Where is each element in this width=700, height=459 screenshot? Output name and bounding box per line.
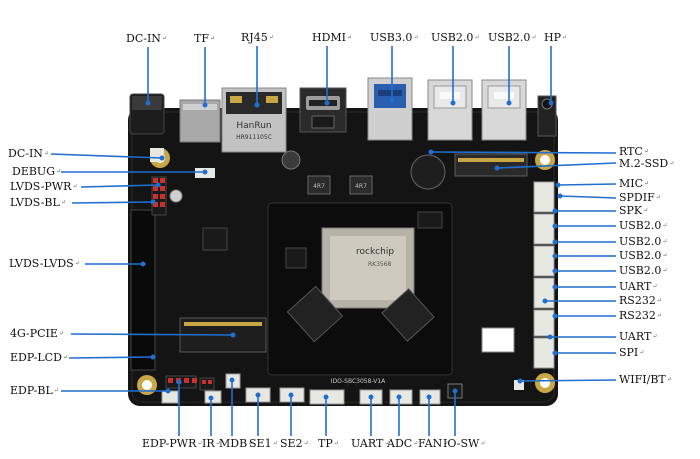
label-right-usb20-1: USB2.0 <box>619 220 667 232</box>
label-left-lvds-pwr: LVDS-PWR <box>10 181 77 193</box>
label-bottom-ir: IR <box>202 438 221 450</box>
label-top-usb20-a: USB2.0 <box>431 32 479 44</box>
power-components: 4R7 4R7 <box>150 148 528 203</box>
label-right-rs232-1: RS232 <box>619 295 662 307</box>
m2-slot <box>454 153 528 177</box>
label-top-hdmi: HDMI <box>312 32 352 44</box>
label-right-spk: SPK <box>619 205 648 217</box>
label-top-rj45: RJ45 <box>241 32 274 44</box>
label-right-rtc: RTC <box>619 146 649 158</box>
chip-brand: rockchip <box>356 247 394 257</box>
label-right-spi: SPI <box>619 347 644 359</box>
label-left-debug: DEBUG <box>12 166 61 178</box>
label-bottom-adc: ADC <box>387 438 418 450</box>
label-left-edp-lcd: EDP-LCD <box>10 352 68 364</box>
rj45-part-text: HR911105C <box>236 134 272 141</box>
label-right-rs232-2: RS232 <box>619 310 662 322</box>
label-top-usb30: USB3.0 <box>370 32 418 44</box>
label-right-usb20-4: USB2.0 <box>619 265 667 277</box>
inductor-label-2: 4R7 <box>355 183 367 190</box>
label-top-usb20-b: USB2.0 <box>488 32 536 44</box>
label-bottom-tp: TP <box>318 438 339 450</box>
chip-model: RK3568 <box>368 261 392 268</box>
label-left-lvds-lvds: LVDS-LVDS <box>9 258 80 270</box>
label-right-usb20-2: USB2.0 <box>619 236 667 248</box>
label-right-m2-ssd: M.2-SSD <box>619 158 674 170</box>
label-bottom-io-sw: IO-SW <box>443 438 485 450</box>
label-bottom-fan: FAN <box>418 438 448 450</box>
label-left-edp-bl: EDP-BL <box>10 385 59 397</box>
label-top-tf: TF <box>194 33 215 45</box>
label-bottom-se1: SE1 <box>249 438 278 450</box>
inductor-label-1: 4R7 <box>313 183 325 190</box>
callout-dots <box>140 97 563 401</box>
label-right-usb20-3: USB2.0 <box>619 250 667 262</box>
rj45-brand-text: HanRun <box>236 121 271 131</box>
label-bottom-mdb: MDB <box>219 438 253 450</box>
label-right-uart-2: UART <box>619 331 657 343</box>
callout-lines <box>50 46 617 436</box>
label-left-4g-pcie: 4G-PCIE <box>10 328 64 340</box>
board-silkscreen: IDO-SBC3058-V1A <box>331 378 386 385</box>
label-bottom-uart: UART <box>351 438 389 450</box>
label-bottom-edp-pwr: EDP-PWR <box>142 438 202 450</box>
rtc-battery <box>410 154 446 190</box>
som-module: rockchip RK3568 <box>267 202 453 376</box>
label-right-mic: MIC <box>619 178 649 190</box>
label-right-wifi-bt: WIFI/BT <box>619 374 672 386</box>
label-right-spdif: SPDIF <box>619 192 661 204</box>
label-right-uart-1: UART <box>619 281 657 293</box>
label-left-lvds-bl: LVDS-BL <box>10 197 66 209</box>
label-top-hp: HP <box>544 32 567 44</box>
top-connectors: HanRun HR911105C <box>129 77 557 153</box>
label-left-dc-in: DC-IN <box>8 148 49 160</box>
label-bottom-se2: SE2 <box>280 438 309 450</box>
label-top-dc-in: DC-IN <box>126 33 167 45</box>
